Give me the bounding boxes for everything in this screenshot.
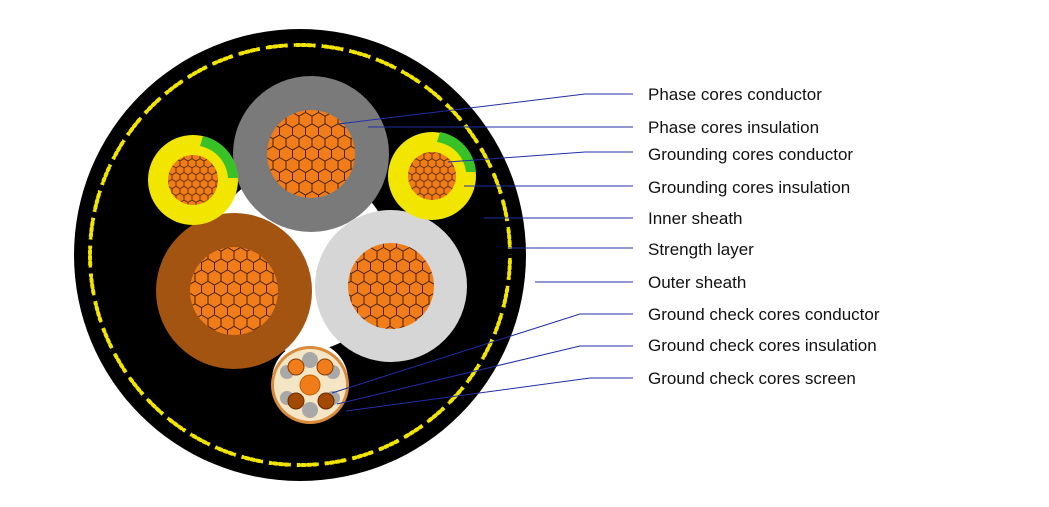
ground-check-fillers: [280, 352, 340, 418]
leader-grounding-conductor: [447, 151, 633, 163]
leader-phase-conductor: [337, 93, 633, 125]
ground-check-conductors: [287, 358, 335, 410]
label-grounding-conductor: Grounding cores conductor: [648, 145, 853, 164]
leader-gc-insulation: [336, 345, 633, 405]
grounding-core-right: [388, 132, 476, 220]
labels: Phase cores conductor Phase cores insula…: [648, 85, 880, 388]
leader-gc-screen: [345, 377, 633, 412]
label-gc-screen: Ground check cores screen: [648, 369, 856, 388]
grounding-core-left: [148, 135, 238, 225]
leader-lines: [331, 93, 633, 412]
label-gc-conductor: Ground check cores conductor: [648, 305, 880, 324]
label-grounding-insulation: Grounding cores insulation: [648, 178, 850, 197]
label-phase-conductor: Phase cores conductor: [648, 85, 822, 104]
phase-core-left: [156, 213, 312, 369]
label-strength-layer: Strength layer: [648, 240, 754, 259]
phase-core-top: [233, 76, 389, 232]
label-inner-sheath: Inner sheath: [648, 209, 743, 228]
leader-gc-conductor: [331, 313, 633, 394]
strength-layer: [87, 42, 513, 468]
phase-core-right: [315, 210, 467, 362]
ground-check-core: [271, 346, 349, 424]
label-phase-insulation: Phase cores insulation: [648, 118, 819, 137]
label-outer-sheath: Outer sheath: [648, 273, 746, 292]
label-gc-insulation: Ground check cores insulation: [648, 336, 877, 355]
